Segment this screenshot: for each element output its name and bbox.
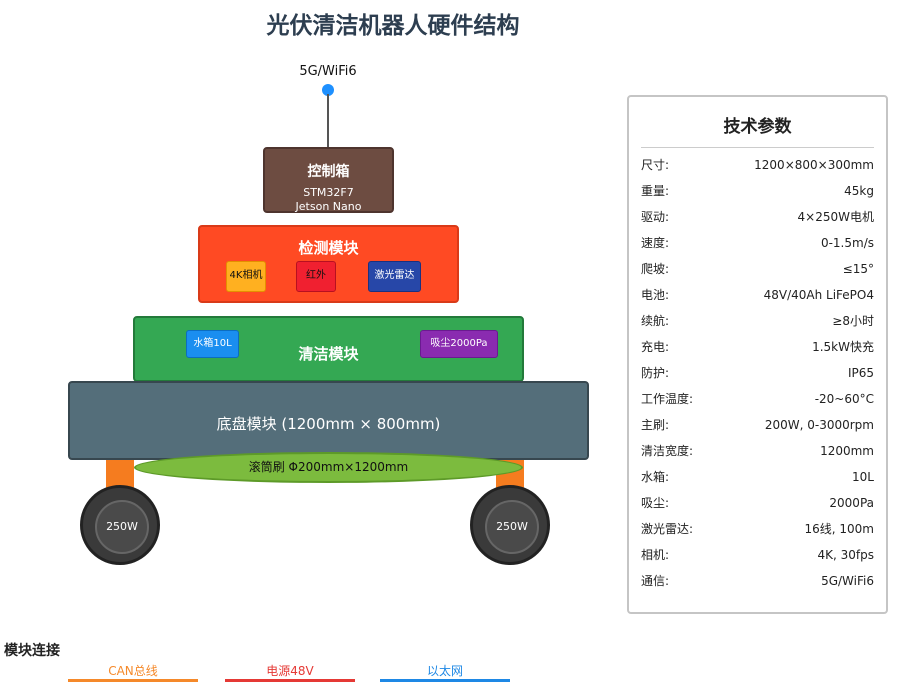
spec-value: 2000Pa — [829, 496, 874, 510]
spec-key: 续航: — [641, 314, 670, 328]
spec-key: 电池: — [641, 288, 670, 302]
spec-key: 防护: — [641, 366, 670, 380]
spec-row: 吸尘: 2000Pa — [629, 490, 886, 516]
spec-value: 1.5kW快充 — [812, 340, 874, 354]
spec-key: 充电: — [641, 340, 670, 354]
control-box: 控制箱 STM32F7 Jetson Nano — [263, 147, 394, 213]
control-box-title: 控制箱 — [307, 164, 350, 180]
spec-key: 吸尘: — [641, 496, 670, 510]
spec-row: 爬坡: ≤15° — [629, 256, 886, 282]
spec-key: 通信: — [641, 574, 670, 588]
antenna-pole — [327, 94, 329, 148]
spec-key: 驱动: — [641, 210, 670, 224]
spec-value: ≥8小时 — [832, 314, 874, 328]
spec-value: 200W, 0-3000rpm — [764, 418, 874, 432]
right-wheel-label: 250W — [485, 500, 539, 554]
spec-row: 速度: 0-1.5m/s — [629, 230, 886, 256]
specs-list: 尺寸: 1200×800×300mm 重量: 45kg 驱动: 4×250W电机速度: 0-… — [629, 152, 886, 594]
control-box-line1: STM32F7 — [303, 186, 354, 199]
spec-key: 主刷: — [641, 418, 670, 432]
legend-line — [380, 679, 510, 682]
legend-label: CAN总线 — [108, 664, 158, 678]
spec-value: 0-1.5m/s — [820, 236, 874, 250]
spec-row: 充电: 1.5kW快充 — [629, 334, 886, 360]
legend-label: 以太网 — [426, 664, 463, 678]
spec-row: 水箱: 10L — [629, 464, 886, 490]
specs-title: 技术参数 — [723, 117, 792, 137]
spec-value: 4K, 30fps — [817, 548, 875, 562]
spec-key: 水箱: — [641, 470, 670, 484]
spec-row: 主刷: 200W, 0-3000rpm — [629, 412, 886, 438]
spec-value: IP65 — [847, 366, 874, 380]
legend-line — [225, 679, 355, 682]
roller-brush: 滚筒刷 Φ200mm×1200mm — [134, 452, 523, 483]
legend-label: 电源48V — [266, 664, 314, 678]
spec-value: 48V/40Ah LiFePO4 — [763, 288, 874, 302]
specs-divider — [641, 147, 874, 148]
left-wheel-label: 250W — [95, 500, 149, 554]
spec-row: 尺寸: 1200×800×300mm — [629, 152, 886, 178]
spec-value: 45kg — [844, 184, 874, 198]
cleaning-module-title: 清洁模块 — [298, 345, 359, 363]
diagram-title: 光伏清洁机器人硬件结构 — [266, 13, 520, 39]
suction-chip: 吸尘2000Pa — [420, 330, 498, 358]
spec-row: 驱动: 4×250W电机 — [629, 204, 886, 230]
spec-row: 重量: 45kg — [629, 178, 886, 204]
spec-row: 续航: ≥8小时 — [629, 308, 886, 334]
detection-module-title: 检测模块 — [298, 239, 359, 257]
camera-chip: 4K相机 — [226, 261, 266, 292]
legend-title: 模块连接 — [4, 643, 60, 659]
right-wheel: 250W — [470, 485, 550, 565]
spec-value: ≤15° — [842, 262, 874, 276]
antenna-label: 5G/WiFi6 — [299, 64, 357, 79]
spec-value: 1200×800×300mm — [754, 158, 874, 172]
spec-row: 相机: 4K, 30fps — [629, 542, 886, 568]
detection-module: 检测模块 4K相机 红外 激光雷达 — [198, 225, 459, 303]
spec-key: 清洁宽度: — [641, 444, 694, 458]
water-tank-chip: 水箱10L — [186, 330, 239, 358]
spec-row: 电池: 48V/40Ah LiFePO4 — [629, 282, 886, 308]
legend-line — [68, 679, 198, 682]
spec-key: 速度: — [641, 236, 670, 250]
chassis-title: 底盘模块 (1200mm × 800mm) — [216, 415, 441, 433]
spec-row: 激光雷达: 16线, 100m — [629, 516, 886, 542]
cleaning-module: 水箱10L 清洁模块 吸尘2000Pa — [133, 316, 524, 382]
spec-row: 工作温度: -20~60°C — [629, 386, 886, 412]
spec-value: 10L — [852, 470, 874, 484]
spec-key: 爬坡: — [641, 262, 670, 276]
specs-panel: 技术参数 尺寸: 1200×800×300mm 重量: 45kg 驱动: 4×250W电机… — [627, 95, 888, 614]
spec-value: 1200mm — [820, 444, 874, 458]
spec-key: 尺寸: — [641, 158, 670, 172]
spec-row: 防护: IP65 — [629, 360, 886, 386]
spec-value: -20~60°C — [814, 392, 874, 406]
spec-value: 4×250W电机 — [797, 210, 874, 224]
spec-row: 清洁宽度: 1200mm — [629, 438, 886, 464]
spec-row: 通信: 5G/WiFi6 — [629, 568, 886, 594]
spec-value: 5G/WiFi6 — [821, 574, 874, 588]
spec-key: 重量: — [641, 184, 670, 198]
chassis-module: 底盘模块 (1200mm × 800mm) — [68, 381, 589, 460]
spec-key: 相机: — [641, 548, 670, 562]
left-wheel: 250W — [80, 485, 160, 565]
lidar-chip: 激光雷达 — [368, 261, 421, 292]
infrared-chip: 红外 — [296, 261, 336, 292]
spec-key: 激光雷达: — [641, 522, 694, 536]
antenna-icon — [322, 84, 334, 96]
spec-key: 工作温度: — [641, 392, 694, 406]
spec-value: 16线, 100m — [804, 522, 875, 536]
control-box-line2: Jetson Nano — [295, 200, 362, 213]
